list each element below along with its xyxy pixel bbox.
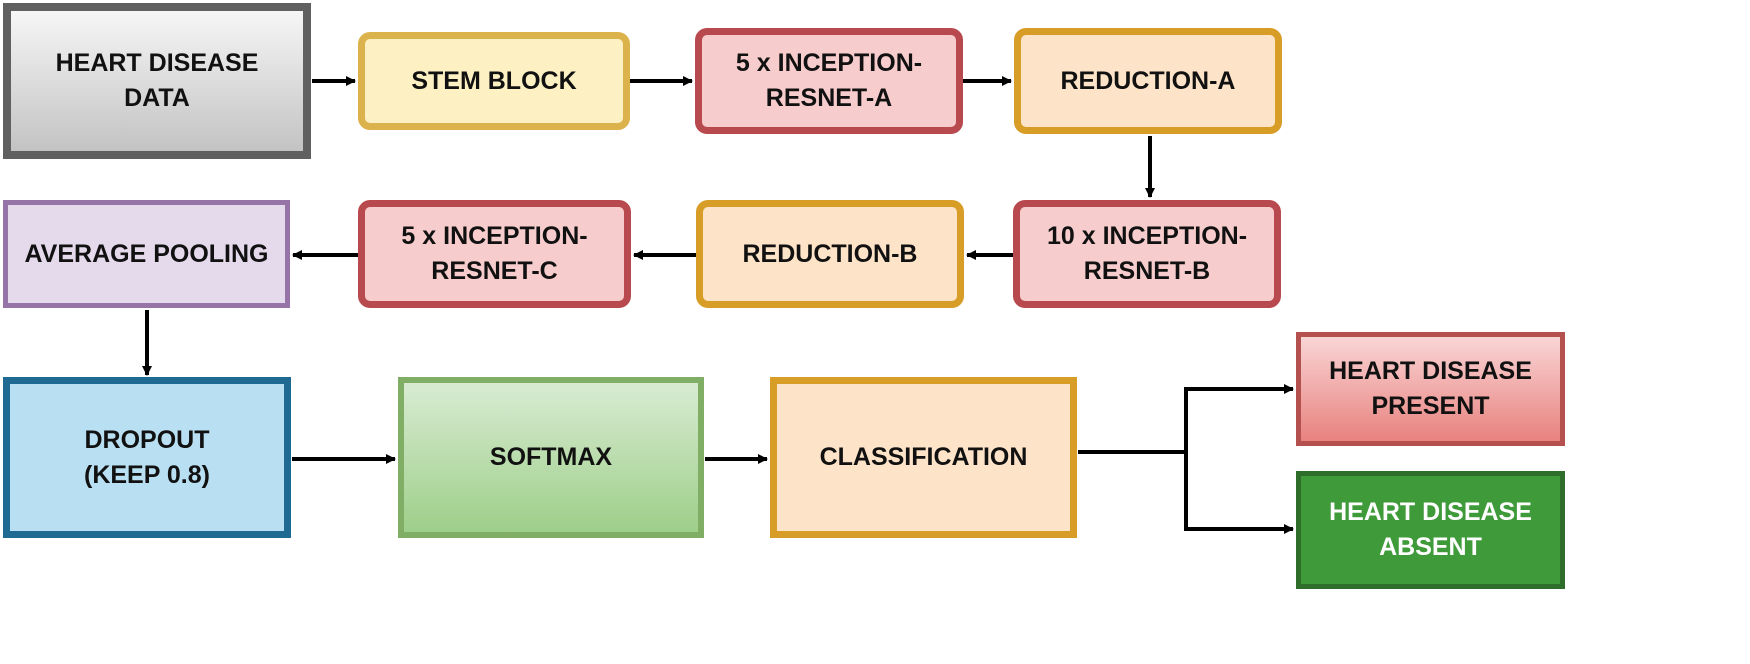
inception-resnet-b-node: 10 x INCEPTION- RESNET-B — [1013, 200, 1281, 308]
softmax-node: SOFTMAX — [398, 377, 704, 538]
inception-resnet-b-label: 10 x INCEPTION- RESNET-B — [1046, 222, 1248, 285]
dropout-label: DROPOUT (KEEP 0.8) — [84, 425, 210, 489]
average-pooling-label: AVERAGE POOLING — [24, 239, 269, 268]
average-pooling-node: AVERAGE POOLING — [3, 200, 290, 308]
inception-resnet-c-node: 5 x INCEPTION- RESNET-C — [358, 200, 631, 308]
reduction-b-label: REDUCTION-B — [742, 239, 918, 268]
classification-node: CLASSIFICATION — [770, 377, 1077, 538]
inception-resnet-c-label: 5 x INCEPTION- RESNET-C — [401, 222, 588, 285]
softmax-label: SOFTMAX — [489, 443, 613, 471]
heart-disease-present-node: HEART DISEASE PRESENT — [1296, 332, 1565, 446]
reduction-a-node: REDUCTION-A — [1014, 28, 1282, 134]
dropout-node: DROPOUT (KEEP 0.8) — [3, 377, 291, 538]
reduction-b-node: REDUCTION-B — [696, 200, 964, 308]
stem-block-label: STEM BLOCK — [411, 66, 577, 95]
heart-disease-data-label: HEART DISEASE DATA — [55, 49, 259, 112]
heart-disease-absent-node: HEART DISEASE ABSENT — [1296, 471, 1565, 589]
heart-disease-present-label: HEART DISEASE PRESENT — [1329, 357, 1532, 420]
inception-resnet-a-node: 5 x INCEPTION- RESNET-A — [695, 28, 963, 134]
stem-block-node: STEM BLOCK — [358, 32, 630, 130]
heart-disease-data-node: HEART DISEASE DATA — [3, 3, 311, 159]
inception-resnet-a-label: 5 x INCEPTION- RESNET-A — [735, 49, 923, 112]
classification-label: CLASSIFICATION — [819, 443, 1028, 471]
reduction-a-label: REDUCTION-A — [1060, 66, 1236, 95]
heart-disease-absent-label: HEART DISEASE ABSENT — [1329, 498, 1532, 561]
